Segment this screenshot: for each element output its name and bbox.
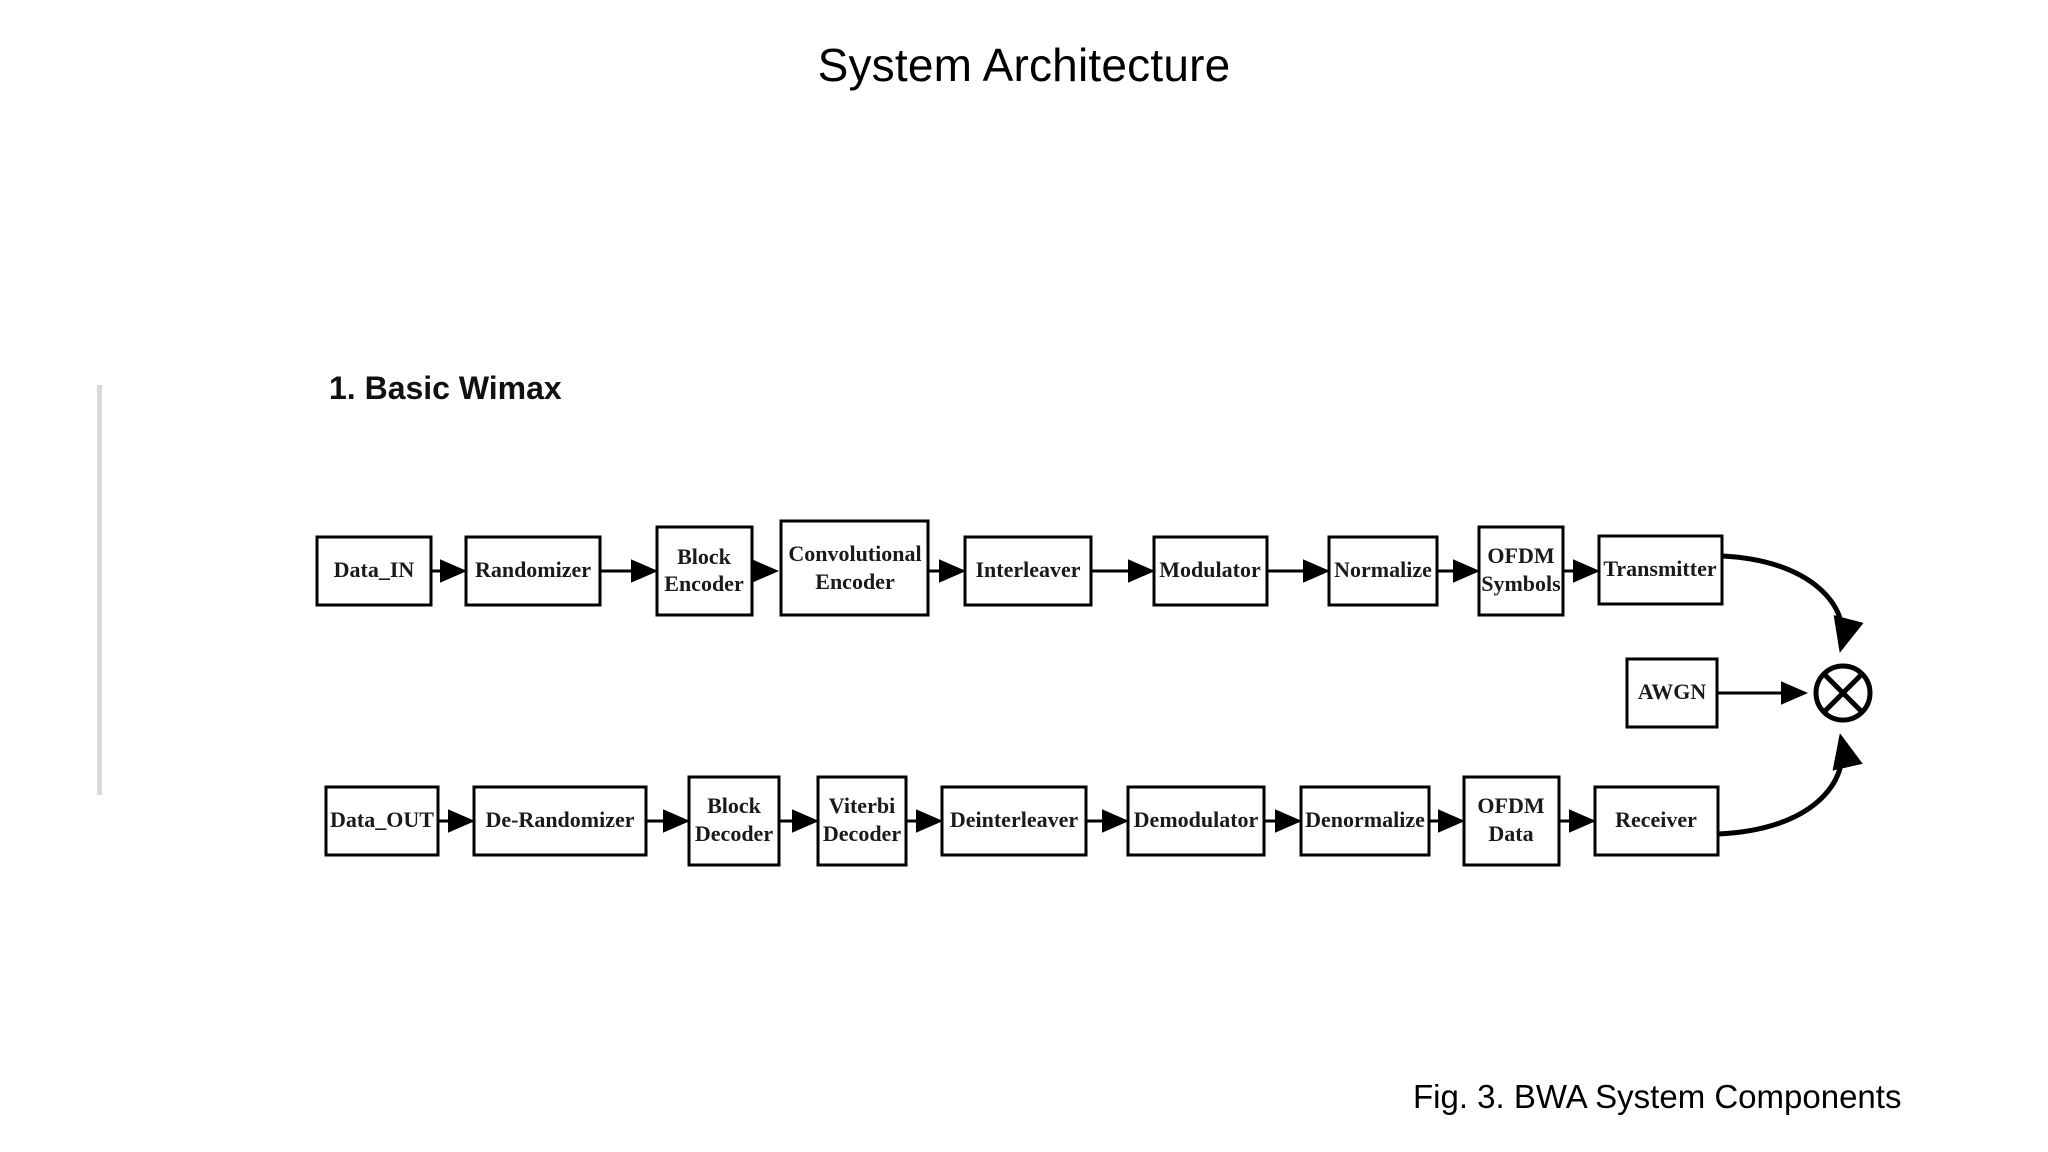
block-block-decoder-label-line2: Decoder — [695, 821, 773, 846]
block-modulator[interactable]: Modulator — [1152, 535, 1269, 607]
block-block-decoder-label-line1: Block — [707, 793, 762, 818]
transmitter-to-junction-curve — [1721, 553, 1864, 653]
block-block-encoder-label-line1: Block — [677, 544, 732, 569]
channel-summing-junction — [1813, 663, 1873, 723]
block-viterbi-decoder[interactable]: Viterbi Decoder — [816, 775, 908, 867]
block-deinterleaver[interactable]: Deinterleaver — [940, 785, 1088, 857]
figure-caption: Fig. 3. BWA System Components — [1413, 1078, 1902, 1115]
block-transmitter[interactable]: Transmitter — [1597, 534, 1724, 606]
block-awgn-label: AWGN — [1638, 679, 1707, 704]
block-data-in[interactable]: Data_IN — [315, 535, 433, 607]
block-de-randomizer[interactable]: De-Randomizer — [472, 785, 648, 857]
block-randomizer-label: Randomizer — [475, 557, 591, 582]
block-convolutional-encoder[interactable]: Convolutional Encoder — [779, 519, 930, 617]
block-convolutional-encoder-label-line1: Convolutional — [788, 541, 921, 566]
block-block-decoder[interactable]: Block Decoder — [687, 775, 781, 867]
block-receiver-label: Receiver — [1615, 807, 1697, 832]
block-normalize-label: Normalize — [1334, 557, 1432, 582]
block-ofdm-data-label-line1: OFDM — [1477, 793, 1544, 818]
block-denormalize-label: Denormalize — [1305, 807, 1425, 832]
block-data-in-label: Data_IN — [334, 557, 415, 582]
block-convolutional-encoder-label-line2: Encoder — [815, 569, 895, 594]
block-demodulator[interactable]: Demodulator — [1126, 785, 1266, 857]
block-normalize[interactable]: Normalize — [1327, 535, 1439, 607]
block-ofdm-data-label-line2: Data — [1488, 821, 1533, 846]
left-accent-bar — [97, 385, 102, 795]
block-ofdm-symbols-label-line2: Symbols — [1481, 571, 1561, 596]
block-receiver[interactable]: Receiver — [1593, 785, 1720, 857]
block-block-encoder-label-line2: Encoder — [664, 571, 744, 596]
block-denormalize[interactable]: Denormalize — [1299, 785, 1431, 857]
block-viterbi-decoder-label-line2: Decoder — [823, 821, 901, 846]
block-de-randomizer-label: De-Randomizer — [485, 807, 634, 832]
block-transmitter-label: Transmitter — [1603, 556, 1716, 581]
block-ofdm-data[interactable]: OFDM Data — [1462, 775, 1561, 867]
block-randomizer[interactable]: Randomizer — [464, 535, 602, 607]
block-modulator-label: Modulator — [1159, 557, 1261, 582]
block-interleaver[interactable]: Interleaver — [963, 535, 1093, 607]
block-viterbi-decoder-label-line1: Viterbi — [829, 793, 895, 818]
block-interleaver-label: Interleaver — [975, 557, 1080, 582]
block-data-out-label: Data_OUT — [330, 807, 434, 832]
block-block-encoder[interactable]: Block Encoder — [655, 525, 754, 617]
block-demodulator-label: Demodulator — [1134, 807, 1259, 832]
section-heading: 1. Basic Wimax — [329, 370, 562, 406]
block-data-out[interactable]: Data_OUT — [324, 785, 440, 857]
block-ofdm-symbols-label-line1: OFDM — [1487, 543, 1554, 568]
receiver-to-junction-curve — [1717, 733, 1863, 837]
page-title: System Architecture — [817, 39, 1231, 91]
block-ofdm-symbols[interactable]: OFDM Symbols — [1477, 525, 1565, 617]
block-deinterleaver-label: Deinterleaver — [950, 807, 1078, 832]
block-awgn[interactable]: AWGN — [1625, 657, 1719, 729]
